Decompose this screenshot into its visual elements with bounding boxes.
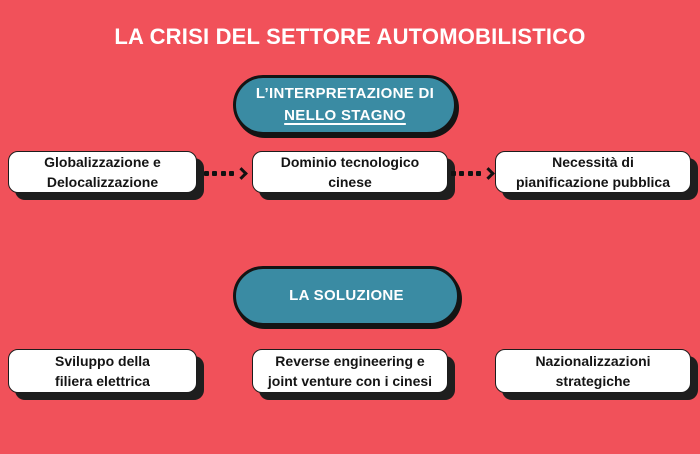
page-title: LA CRISI DEL SETTORE AUTOMOBILISTICO	[114, 24, 586, 49]
node-text-line: Dominio tecnologico	[280, 154, 420, 170]
interpretation-header-pill: L’INTERPRETAZIONE DI NELLO STAGNO	[233, 75, 457, 135]
node-text-line: cinese	[328, 174, 372, 190]
interpretation-header-line1: L’INTERPRETAZIONE DI	[255, 85, 435, 102]
interpretation-header-line2: NELLO STAGNO	[284, 107, 406, 124]
node-text-line: joint venture con i cinesi	[267, 373, 433, 389]
arrow-dot	[204, 170, 209, 176]
node-filiera-elettrica: Sviluppo della filiera elettrica	[8, 349, 197, 393]
arrow-dot	[467, 170, 473, 176]
node-dominio-tecnologico: Dominio tecnologico cinese	[252, 151, 448, 193]
solution-header-label: LA SOLUZIONE	[289, 287, 404, 304]
node-text-line: Nazionalizzazioni	[535, 353, 651, 369]
node-pianificazione-pubblica: Necessità di pianificazione pubblica	[495, 151, 691, 193]
node-text-line: pianificazione pubblica	[515, 174, 671, 190]
node-text-line: Globalizzazione e	[44, 154, 161, 170]
node-text-line: Reverse engineering e	[275, 353, 425, 369]
arrow-dot	[451, 170, 456, 176]
node-text-line: Necessità di	[552, 154, 634, 170]
node-text-line: Sviluppo della	[55, 353, 150, 369]
arrow-head	[482, 166, 495, 180]
arrow-dot	[459, 170, 465, 176]
node-text-line: filiera elettrica	[55, 373, 150, 389]
arrow-dot	[475, 170, 481, 176]
dotted-arrow-icon	[451, 165, 495, 181]
arrow-dot	[220, 170, 226, 176]
arrow-head	[235, 166, 248, 180]
arrow-dot	[212, 170, 218, 176]
solution-header-pill: LA SOLUZIONE	[233, 266, 460, 326]
node-nazionalizzazioni: Nazionalizzazioni strategiche	[495, 349, 691, 393]
dotted-arrow-icon	[204, 165, 248, 181]
arrow-dot	[228, 170, 234, 176]
node-text-line: Delocalizzazione	[46, 174, 159, 190]
node-globalizzazione: Globalizzazione e Delocalizzazione	[8, 151, 197, 193]
node-reverse-engineering: Reverse engineering e joint venture con …	[252, 349, 448, 393]
node-text-line: strategiche	[555, 373, 631, 389]
